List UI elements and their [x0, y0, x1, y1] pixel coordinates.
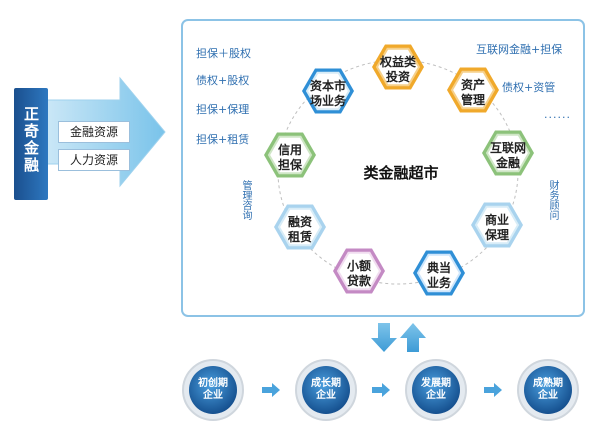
stage-arrow-2 [372, 383, 390, 397]
hex-label-2: 资产管理 [460, 78, 485, 107]
hex-label-9: 资本市场业务 [309, 79, 346, 108]
tag-left-2: 债权+股权 [196, 74, 250, 87]
hex-label-3: 互联网金融 [489, 141, 526, 170]
side-label-left: 管理咨询 [240, 180, 251, 220]
stage-label-4: 成熟期企业 [533, 378, 563, 401]
left-title-bar [14, 88, 48, 200]
up-arrow [400, 323, 426, 352]
hex-inner-6 [336, 251, 382, 291]
hex-label-4: 商业保理 [484, 213, 509, 242]
resource-box-2: 人力资源 [58, 149, 130, 171]
hex-inner-1 [375, 47, 421, 87]
stage-circle-2 [295, 359, 357, 421]
tag-left-1: 担保＋股权 [196, 47, 251, 60]
center-title: 类金融超市 [363, 164, 439, 182]
stage-circle-1 [182, 359, 244, 421]
hex-label-1: 权益类投资 [379, 55, 416, 84]
resource-box-1: 金融资源 [58, 121, 130, 143]
stage-arrow-1 [262, 383, 280, 397]
hex-label-8: 信用担保 [277, 143, 302, 172]
tag-right-1: 互联网金融+担保 [476, 43, 563, 56]
tag-left-4: 担保+租赁 [196, 133, 250, 146]
hex-layer [264, 44, 534, 296]
hex-inner-3 [485, 133, 531, 173]
tag-right-2: 债权+资管 [502, 81, 556, 94]
tag-right-3: ...... [544, 108, 571, 121]
stage-label-1: 初创期企业 [198, 378, 228, 401]
stage-label-2: 成长期企业 [311, 378, 341, 401]
hex-label-5: 典当业务 [426, 261, 451, 290]
hex-inner-9 [305, 71, 351, 111]
hex-inner-5 [416, 253, 462, 293]
tag-left-3: 担保+保理 [196, 103, 250, 116]
stage-label-3: 发展期企业 [421, 378, 451, 401]
hex-inner-7 [277, 207, 323, 247]
hex-inner-4 [474, 205, 520, 245]
hex-label-6: 小额贷款 [346, 259, 371, 288]
stage-circle-3 [405, 359, 467, 421]
down-arrow [371, 323, 397, 352]
stage-circle-4 [517, 359, 579, 421]
stage-arrow-3 [484, 383, 502, 397]
hex-inner-8 [267, 135, 313, 175]
hex-label-7: 融资租赁 [287, 215, 312, 244]
hex-inner-2 [450, 70, 496, 110]
side-label-right: 财务顾问 [547, 180, 558, 220]
left-title: 正奇金融 [22, 106, 40, 174]
